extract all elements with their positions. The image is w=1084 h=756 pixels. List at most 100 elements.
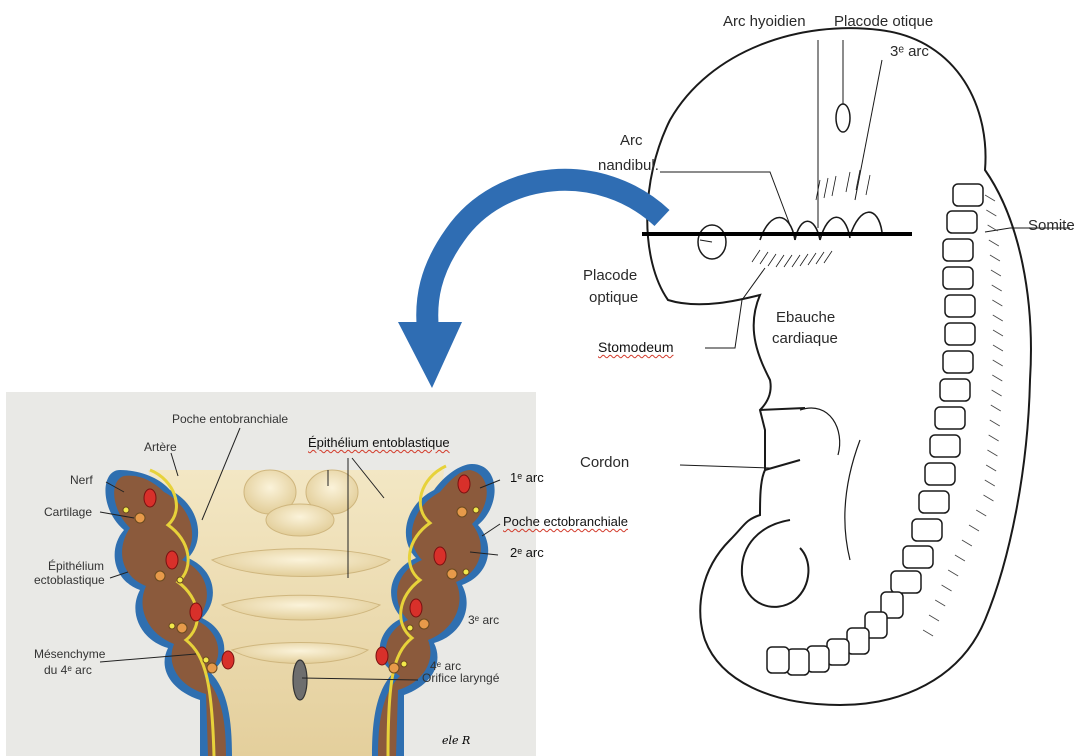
- somite: [930, 435, 960, 457]
- artery-dot: [222, 651, 234, 669]
- label-arc-mandibulaire-2: nandibul.: [598, 158, 659, 175]
- somite: [767, 647, 789, 673]
- label-somite: Somite: [1028, 218, 1075, 235]
- label-nerf: Nerf: [70, 474, 93, 487]
- dorsal-hatch: [969, 525, 979, 531]
- nerve-dot: [463, 569, 469, 575]
- cartilage-dot: [457, 507, 467, 517]
- dorsal-hatch: [986, 210, 996, 216]
- somite: [847, 628, 869, 654]
- dorsal-hatch: [990, 255, 1000, 261]
- dorsal-hatch: [935, 600, 945, 606]
- somite-column: [767, 184, 1003, 675]
- dorsal-hatch: [985, 480, 995, 486]
- somite: [943, 351, 973, 373]
- dorsal-hatch: [991, 270, 1001, 276]
- signature-text: ele R: [442, 734, 470, 747]
- dorsal-hatch: [989, 435, 999, 441]
- artery-dot: [166, 551, 178, 569]
- nerve-dot: [407, 625, 413, 631]
- cartilage-dot: [419, 619, 429, 629]
- dorsal-hatch: [985, 195, 995, 201]
- cartilage-dot: [135, 513, 145, 523]
- somite: [912, 519, 942, 541]
- somite: [945, 295, 975, 317]
- somite: [903, 546, 933, 568]
- somite: [919, 491, 949, 513]
- artery-dot: [376, 647, 388, 665]
- somite: [947, 211, 977, 233]
- label-orifice-larynge: Orifice laryngé: [422, 672, 499, 685]
- dorsal-hatch: [990, 420, 1000, 426]
- label-artere: Artère: [144, 441, 177, 454]
- label-mesenchyme-2: du 4ᵉ arc: [44, 664, 92, 677]
- label-poche-entobranchiale: Poche entobranchiale: [172, 413, 288, 426]
- embryo-drawing: [647, 28, 1070, 705]
- dorsal-hatch: [989, 240, 999, 246]
- embryo-internal-line: [845, 440, 860, 560]
- somite: [925, 463, 955, 485]
- somite: [787, 649, 809, 675]
- somite: [943, 267, 973, 289]
- nerve-dot: [169, 623, 175, 629]
- embryo-tail: [742, 520, 809, 607]
- embryo-cordon: [760, 408, 805, 470]
- dorsal-hatch: [955, 555, 965, 561]
- somite: [953, 184, 983, 206]
- label-arc-mandibulaire-1: Arc: [620, 133, 643, 150]
- embryo-heart-line: [800, 408, 840, 455]
- somite: [943, 239, 973, 261]
- nerve-dot: [203, 657, 209, 663]
- somite: [827, 639, 849, 665]
- somite: [891, 571, 921, 593]
- label-poche-ectobranchiale: Poche ectobranchiale: [503, 515, 628, 529]
- median-swelling: [266, 504, 334, 536]
- arch-hatching: [752, 170, 870, 267]
- label-stomodeum: Stomodeum: [598, 340, 673, 355]
- nerve-dot: [177, 577, 183, 583]
- artery-dot: [434, 547, 446, 565]
- dorsal-hatch: [987, 450, 997, 456]
- somite: [945, 323, 975, 345]
- label-cordon: Cordon: [580, 455, 629, 472]
- label-epithelium-ecto-2: ectoblastique: [34, 574, 105, 587]
- artery-dot: [144, 489, 156, 507]
- label-3e-arc-section: 3ᵉ arc: [468, 614, 499, 627]
- dorsal-hatch: [991, 405, 1001, 411]
- cartilage-dot: [447, 569, 457, 579]
- dorsal-hatch: [993, 360, 1003, 366]
- label-placode-optique-2: optique: [589, 290, 638, 307]
- dorsal-hatch: [992, 375, 1002, 381]
- dorsal-hatch: [929, 615, 939, 621]
- otic-placode: [836, 104, 850, 132]
- somite: [940, 379, 970, 401]
- artery-dot: [410, 599, 422, 617]
- dorsal-hatch: [983, 495, 993, 501]
- somite: [935, 407, 965, 429]
- nerve-dot: [401, 661, 407, 667]
- somite: [807, 646, 829, 672]
- label-ebauche-1: Ebauche: [776, 310, 835, 327]
- label-cartilage: Cartilage: [44, 506, 92, 519]
- nerve-dot: [473, 507, 479, 513]
- nerve-dot: [123, 507, 129, 513]
- dorsal-hatch: [986, 465, 996, 471]
- label-epithelium-ecto-1: Épithélium: [48, 560, 104, 573]
- dorsal-hatch: [976, 510, 986, 516]
- label-epithelium-entoblastique: Épithélium entoblastique: [308, 436, 450, 450]
- dorsal-hatch: [992, 390, 1002, 396]
- dorsal-hatch: [992, 300, 1002, 306]
- label-3e-arc-embryo: 3ᵉ arc: [890, 44, 929, 61]
- dorsal-hatch: [993, 345, 1003, 351]
- label-ebauche-2: cardiaque: [772, 331, 838, 348]
- cartilage-dot: [389, 663, 399, 673]
- label-2e-arc: 2ᵉ arc: [510, 546, 544, 560]
- label-placode-otique: Placode otique: [834, 14, 933, 31]
- dorsal-hatch: [948, 570, 958, 576]
- dorsal-hatch: [993, 315, 1003, 321]
- cartilage-dot: [177, 623, 187, 633]
- cartilage-dot: [155, 571, 165, 581]
- cartilage-dot: [207, 663, 217, 673]
